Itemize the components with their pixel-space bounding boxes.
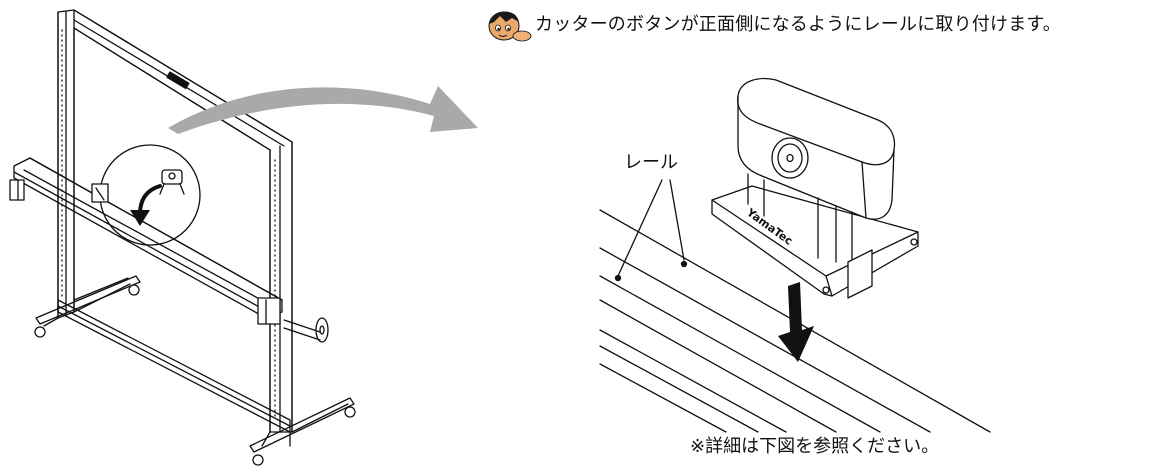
brand-mark: YamaTec [743,205,795,247]
cutter-unit [711,77,919,299]
stand-base [34,275,356,466]
board-frame [57,9,293,433]
instruction-text: カッターのボタンが正面側になるようにレールに取り付けます。 [535,14,1061,35]
rail-bar [9,157,283,325]
down-arrow-icon [778,282,814,362]
footnote-text: ※詳細は下図を参照ください。 [690,436,940,457]
pointing-character-icon [488,11,532,42]
rail-label: レール [624,152,678,173]
magnifier-circle [91,144,201,246]
curved-arrow-icon [168,86,478,134]
